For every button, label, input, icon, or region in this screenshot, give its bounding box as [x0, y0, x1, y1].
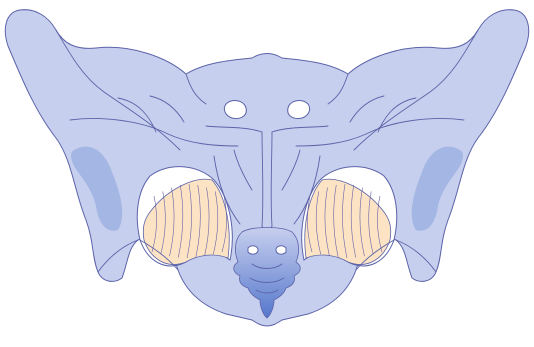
left-sacral-foramen	[224, 101, 246, 119]
right-sacral-foramen	[288, 101, 310, 119]
coccyx-right-foramen	[276, 246, 286, 254]
coccyx-left-foramen	[248, 246, 258, 254]
